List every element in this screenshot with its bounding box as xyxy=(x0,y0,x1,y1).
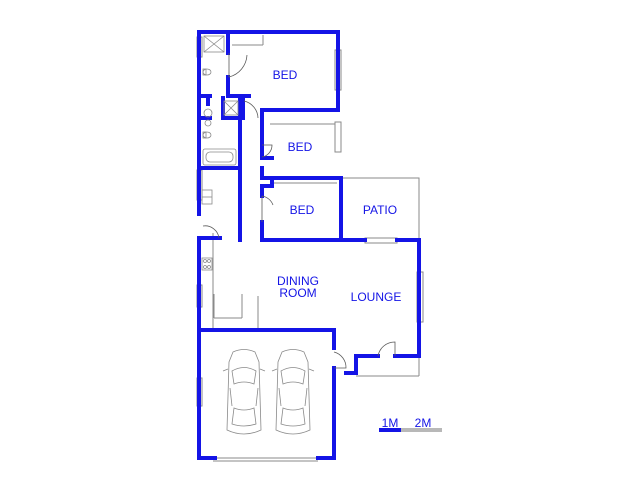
room-label-bed-2: BED xyxy=(288,140,313,154)
car xyxy=(222,349,266,435)
car xyxy=(271,349,315,435)
kitchen-fixtures xyxy=(201,189,213,271)
walls xyxy=(197,30,421,460)
window xyxy=(364,237,398,244)
toilet xyxy=(202,131,212,139)
door xyxy=(261,195,274,222)
door xyxy=(243,100,259,119)
scale-label-1m: 1M xyxy=(382,416,399,430)
room-label-room: ROOM xyxy=(279,286,316,300)
door xyxy=(261,144,273,158)
room-label-dining: DINING xyxy=(277,274,319,288)
bathroom-fixtures xyxy=(202,35,239,166)
basin xyxy=(204,119,212,127)
stove xyxy=(201,257,213,271)
window xyxy=(334,121,342,153)
room-label-lounge: LOUNGE xyxy=(351,290,402,304)
room-label-bed-1: BED xyxy=(273,68,298,82)
door xyxy=(228,53,248,78)
room-label-bed-3: BED xyxy=(290,203,315,217)
bathtub xyxy=(202,148,237,166)
scale-label-2m: 2M xyxy=(415,416,432,430)
shower xyxy=(203,35,225,53)
door xyxy=(202,225,220,239)
shower xyxy=(223,100,239,116)
basin xyxy=(203,108,213,118)
door xyxy=(333,351,347,369)
doors xyxy=(202,53,396,369)
room-label-patio: PATIO xyxy=(363,203,397,217)
door xyxy=(377,341,396,357)
toilet xyxy=(202,68,212,76)
windows xyxy=(196,36,424,407)
scale-bar: 1M 2M xyxy=(379,416,442,432)
